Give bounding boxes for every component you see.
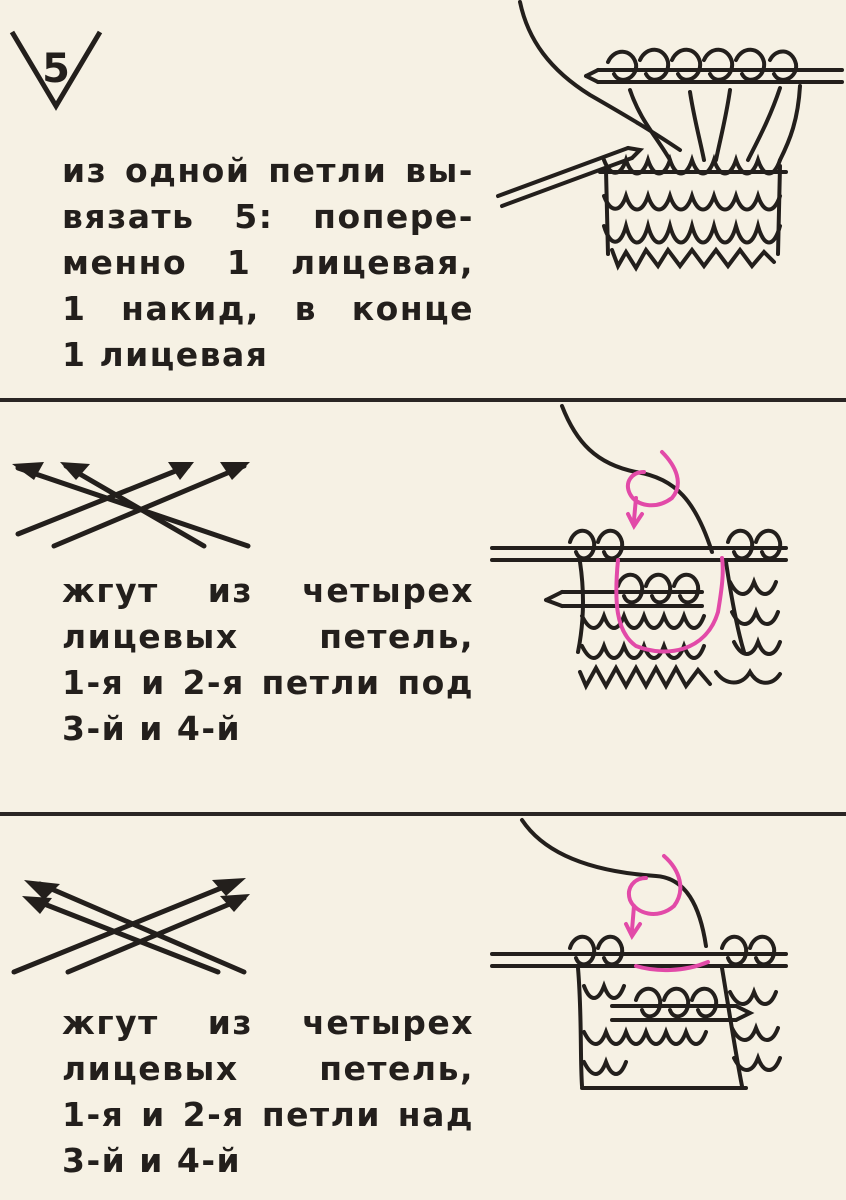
text-line: вязать 5: попере- [62,197,474,236]
text-line: из одной петли вы- [62,151,474,190]
section-divider [0,812,846,816]
section-2-description: жгут из четырех лицевых петель, 1-я и 2-… [62,568,474,752]
cable-cross-right-symbol-icon [8,872,258,982]
text-line: лицевых петель, [62,617,474,656]
text-line: лицевых петель, [62,1049,474,1088]
text-line: менно 1 лицевая, [62,243,474,282]
cable-over-illustration-icon [486,816,846,1116]
cable-cross-left-symbol-icon [8,454,258,554]
text-line: 1-я и 2-я петли над [62,1095,474,1134]
section-1-description: из одной петли вы- вязать 5: попере- мен… [62,148,474,378]
section-divider [0,398,846,402]
v-stitch-symbol-icon: 5 [8,26,104,112]
symbol-number: 5 [42,46,70,92]
text-line: жгут из четырех [62,1003,474,1042]
increase-five-illustration-icon [480,0,846,290]
section-increase-five: 5 из одной петли вы- вязать 5: попере- м… [0,0,846,398]
section-cable-over: жгут из четырех лицевых петель, 1-я и 2-… [0,816,846,1200]
text-line: 3-й и 4-й [62,709,242,748]
section-cable-under: жгут из четырех лицевых петель, 1-я и 2-… [0,402,846,812]
text-line: 1 накид, в конце [62,289,474,328]
text-line: жгут из четырех [62,571,474,610]
section-3-description: жгут из четырех лицевых петель, 1-я и 2-… [62,1000,474,1184]
text-line: 1-я и 2-я петли под [62,663,474,702]
text-line: 3-й и 4-й [62,1141,242,1180]
text-line: 1 лицевая [62,335,269,374]
cable-under-illustration-icon [486,402,846,702]
